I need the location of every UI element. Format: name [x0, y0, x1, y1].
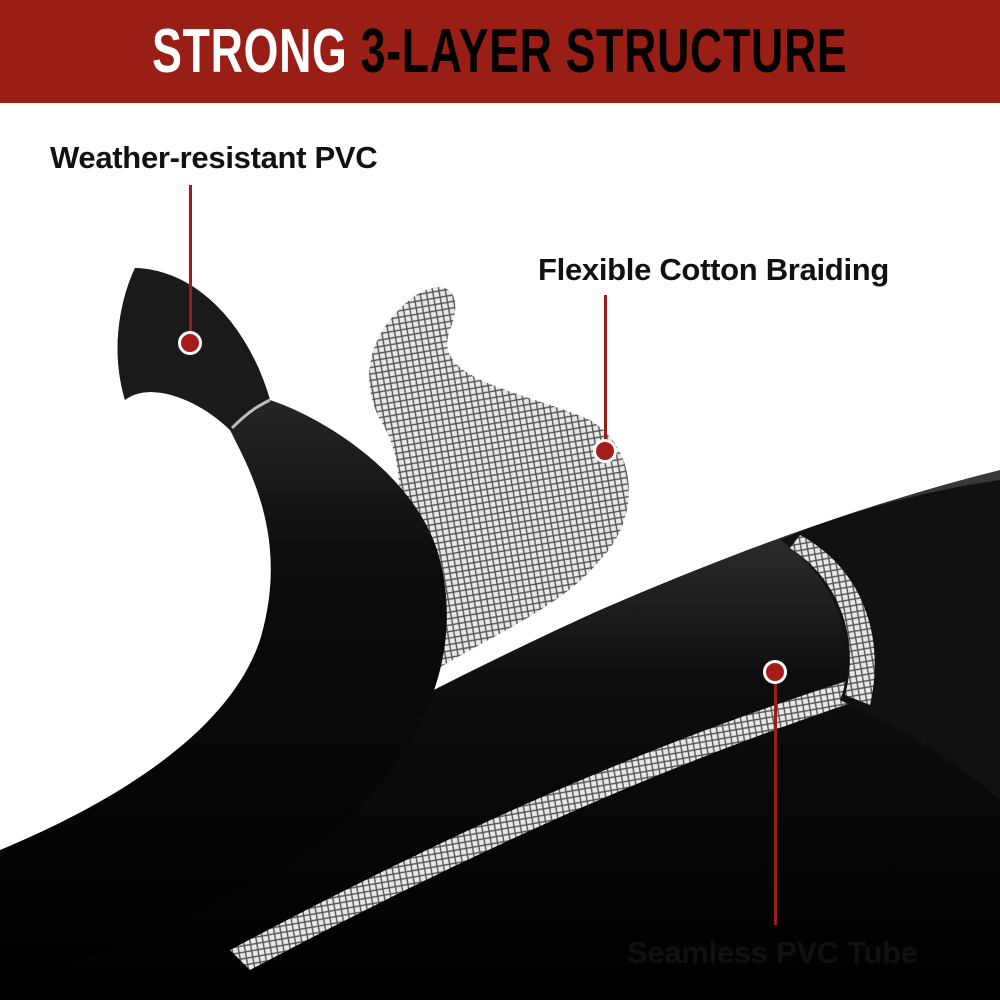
- callout-leader-line: [189, 185, 192, 343]
- callout-leader-line: [774, 672, 777, 925]
- callout-marker: [763, 660, 787, 684]
- outer-pvc-layer: [0, 268, 447, 990]
- outer-sleeve-right: [780, 480, 1000, 800]
- callout-label-seamless-pvc-tube: Seamless PVC Tube: [627, 935, 918, 970]
- title-strong: STRONG: [152, 16, 348, 86]
- callout-label-flexible-cotton-braiding: Flexible Cotton Braiding: [538, 252, 890, 287]
- title: STRONG 3-LAYER STRUCTURE: [152, 20, 847, 83]
- callout-marker: [178, 331, 202, 355]
- callout-label-weather-resistant-pvc: Weather-resistant PVC: [50, 140, 378, 175]
- callout-leader-line: [604, 295, 607, 450]
- hose-cutaway-illustration: [0, 268, 1000, 1000]
- braiding-strip: [230, 680, 860, 970]
- title-structure: 3-LAYER STRUCTURE: [360, 16, 848, 86]
- callout-marker: [593, 439, 617, 463]
- title-banner: STRONG 3-LAYER STRUCTURE: [0, 0, 1000, 103]
